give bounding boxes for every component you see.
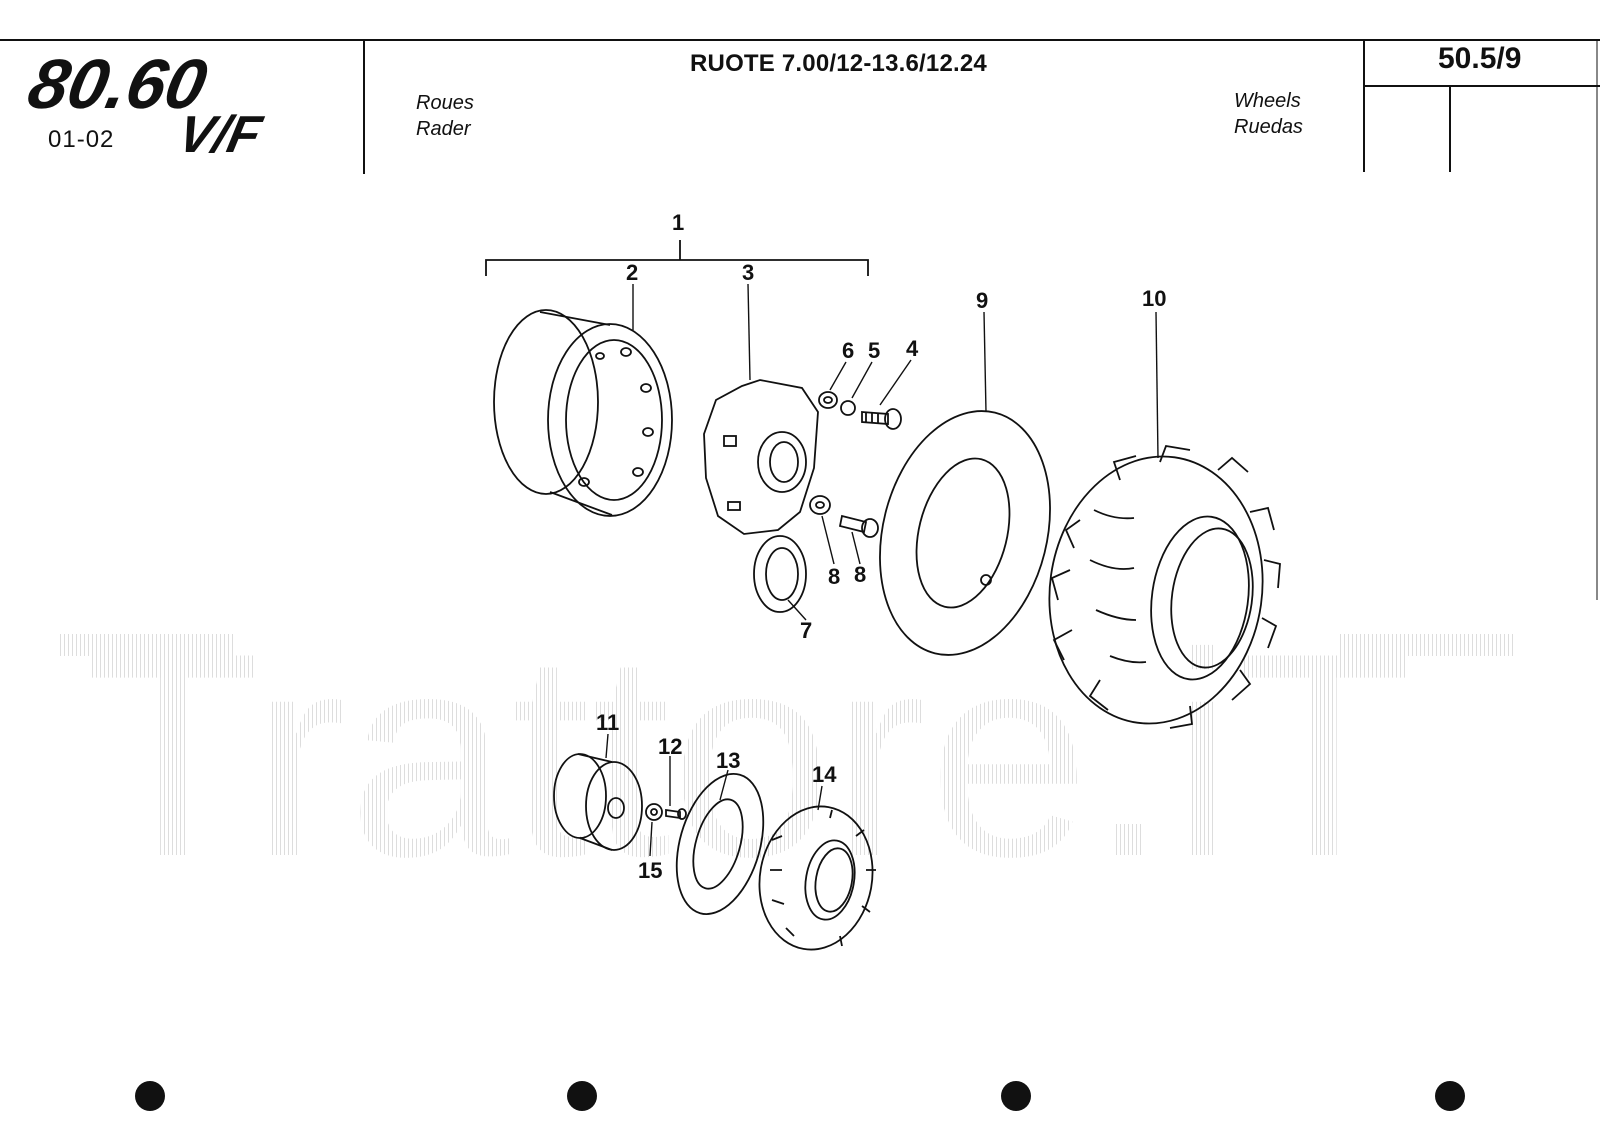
- callout-9: 9: [976, 288, 988, 313]
- model-code: 01-02: [48, 126, 115, 153]
- callout-5: 5: [868, 338, 880, 363]
- front-tire: [758, 805, 876, 951]
- callout-2: 2: [626, 260, 638, 285]
- callout-7: 7: [800, 618, 812, 643]
- callout-3: 3: [742, 260, 754, 285]
- callout-15: 15: [638, 858, 662, 883]
- wheel-center-disc: [703, 379, 819, 535]
- front-rim: [553, 753, 643, 851]
- callout-8a: 8: [828, 564, 840, 589]
- callout-8b: 8: [854, 562, 866, 587]
- callout-6: 6: [842, 338, 854, 363]
- upper-fasteners: [818, 391, 902, 430]
- inner-tube: [879, 410, 1051, 656]
- subtitle-spanish: Ruedas: [1234, 116, 1303, 138]
- page-number: 50.5/9: [1438, 42, 1522, 75]
- svg-text:V/F: V/F: [173, 106, 268, 164]
- subtitle-left: Roues Rader: [416, 90, 474, 142]
- page-title: RUOTE 7.00/12-13.6/12.24: [690, 50, 987, 77]
- front-inner-tube: [675, 773, 765, 915]
- subtitle-french: Roues: [416, 92, 474, 114]
- callout-13: 13: [716, 748, 740, 773]
- callout-11: 11: [596, 710, 619, 735]
- callout-4: 4: [906, 336, 919, 361]
- watermark-text: Trattore.iT: [85, 593, 1412, 917]
- watermark-bar-right: [1338, 634, 1514, 656]
- callout-12: 12: [658, 734, 682, 759]
- callout-14: 14: [812, 762, 837, 787]
- rear-tire: [1048, 444, 1281, 729]
- punch-holes: [135, 1081, 1465, 1111]
- logo-80-60: 80.60 V/F: [22, 45, 268, 164]
- svg-text:80.60: 80.60: [22, 45, 214, 123]
- subtitle-english: Wheels: [1234, 90, 1301, 112]
- callout-labels: 1 2 3 4 5 6 7 8 8 9 10 11 12 13 14 15: [596, 210, 1166, 883]
- callout-1: 1: [672, 210, 684, 235]
- callout-10: 10: [1142, 286, 1166, 311]
- front-fasteners: [645, 803, 687, 821]
- wheel-rim: [493, 309, 673, 517]
- watermark-bar-left: [58, 634, 234, 656]
- subtitle-right: Wheels Ruedas: [1234, 88, 1303, 140]
- assembly-bracket: [485, 240, 869, 276]
- lower-fasteners: [809, 495, 879, 538]
- header-frame: [0, 39, 1600, 600]
- leader-lines: [605, 283, 1159, 857]
- subtitle-swedish: Rader: [416, 118, 471, 140]
- spacer-ring: [753, 535, 807, 613]
